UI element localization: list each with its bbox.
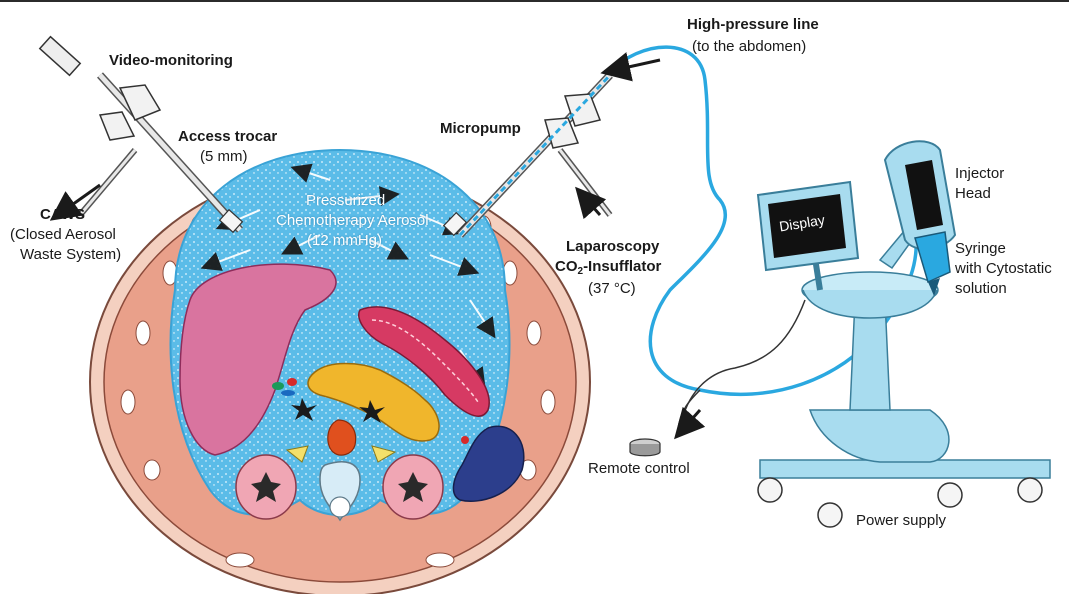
- label-insufflator: CO2-Insufflator: [555, 258, 661, 280]
- remote-control-icon: [630, 439, 660, 456]
- label-access-trocar: Access trocar: [178, 128, 277, 145]
- label-injector-line1: Injector: [955, 165, 1004, 182]
- label-insufflator-temp: (37 °C): [588, 280, 636, 297]
- label-pressurized-line1: Pressurized: [306, 192, 385, 209]
- label-video-monitoring: Video-monitoring: [109, 52, 233, 69]
- label-caws: CAWS: [40, 206, 85, 223]
- label-syringe-line2: with Cytostatic: [955, 260, 1052, 277]
- label-high-pressure-sub: (to the abdomen): [692, 38, 806, 55]
- label-injector-line2: Head: [955, 185, 991, 202]
- label-high-pressure-line: High-pressure line: [687, 16, 819, 33]
- label-syringe-line3: solution: [955, 280, 1007, 297]
- label-access-trocar-size: (5 mm): [200, 148, 248, 165]
- label-insufflator-co: CO: [555, 258, 578, 275]
- label-micropump: Micropump: [440, 120, 521, 137]
- label-caws-line2: Waste System): [20, 246, 121, 263]
- label-pressurized-line2: Chemotherapy Aerosol: [276, 212, 429, 229]
- label-laparoscopy: Laparoscopy: [566, 238, 659, 255]
- label-syringe-line1: Syringe: [955, 240, 1006, 257]
- label-caws-line1: (Closed Aerosol: [10, 226, 116, 243]
- label-remote-control: Remote control: [588, 460, 690, 477]
- injector-device: [758, 141, 1050, 527]
- label-pressurized-line3: (12 mmHg): [307, 232, 382, 249]
- label-power-supply: Power supply: [856, 512, 946, 529]
- label-insufflator-rest: -Insufflator: [583, 258, 661, 275]
